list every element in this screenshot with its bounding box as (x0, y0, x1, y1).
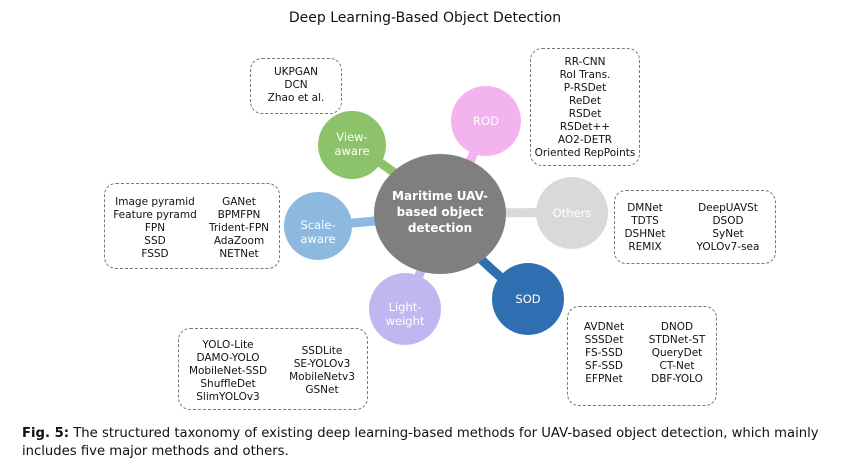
scale-right-column: GANet BPMFPN Trident-FPN AdaZoom NETNet (203, 196, 275, 261)
caption-text: The structured taxonomy of existing deep… (22, 426, 819, 459)
sod-left-column: AVDNet SSSDet FS-SSD SF-SSD EFPNet (572, 321, 636, 386)
light-node (369, 273, 441, 345)
method-item: AdaZoom (213, 235, 265, 247)
method-item: SE-YOLOv3 (293, 358, 351, 370)
others-label: Others (536, 206, 608, 220)
method-item: FSSD (141, 248, 169, 260)
method-item: AO2-DETR (557, 134, 613, 146)
method-item: UKPGAN (273, 66, 319, 78)
method-item: DNOD (660, 321, 694, 333)
method-item: YOLO-Lite (202, 339, 254, 351)
method-item: BPMFPN (217, 209, 261, 221)
method-item: Image pyramid (115, 196, 195, 208)
method-item: GANet (222, 196, 256, 208)
method-item: TDTS (631, 215, 659, 227)
method-item: FPN (144, 222, 166, 234)
view-aware-label: View- aware (318, 130, 386, 158)
sod-label: SOD (492, 292, 564, 306)
view-aware-methods-box: UKPGAN DCN Zhao et al. (250, 58, 342, 114)
method-item: P-RSDet (563, 82, 607, 94)
center-line-3: detection (407, 221, 473, 235)
method-item: RSDet++ (559, 121, 611, 133)
method-item: SSSDet (584, 334, 624, 346)
method-item: Trident-FPN (208, 222, 270, 234)
method-item: DeepUAVSt (698, 202, 758, 214)
rod-label: ROD (450, 114, 522, 128)
center-node (374, 154, 506, 274)
lightweight-methods-box: YOLO-Lite DAMO-YOLO MobileNet-SSD Shuffl… (178, 328, 368, 410)
method-item: DAMO-YOLO (196, 352, 260, 364)
method-item: RoI Trans. (559, 69, 611, 81)
method-item: EFPNet (585, 373, 623, 385)
center-line-2: based object (396, 205, 484, 219)
rod-line-1: ROD (473, 114, 499, 128)
method-item: FS-SSD (585, 347, 623, 359)
method-item: SSDLite (301, 345, 343, 357)
method-item: DMNet (627, 202, 663, 214)
method-item: REMIX (628, 241, 662, 253)
others-methods-box: DMNet TDTS DSHNet REMIX DeepUAVSt DSOD S… (614, 190, 776, 264)
light-left-column: YOLO-Lite DAMO-YOLO MobileNet-SSD Shuffl… (183, 339, 273, 404)
lightweight-line-1: Light- (388, 300, 422, 314)
method-item: SlimYOLOv3 (196, 391, 260, 403)
scale-aware-label: Scale- aware (284, 218, 352, 246)
method-item: NETNet (219, 248, 259, 260)
scale-aware-line-1: Scale- (300, 218, 336, 232)
method-item: GSNet (305, 384, 339, 396)
caption-prefix: Fig. 5: (22, 426, 70, 441)
method-item: ReDet (569, 95, 601, 107)
scale-left-column: Image pyramid Feature pyramd FPN SSD FSS… (109, 196, 201, 261)
method-item: DSHNet (624, 228, 666, 240)
sod-right-column: DNOD STDNet-ST QueryDet CT-Net DBF-YOLO (640, 321, 714, 386)
method-item: DBF-YOLO (651, 373, 703, 385)
method-item: MobileNetv3 (289, 371, 355, 383)
diagram-title: Deep Learning-Based Object Detection (288, 10, 562, 26)
method-item: DCN (284, 79, 308, 91)
view-aware-line-2: aware (334, 144, 370, 158)
method-item: CT-Net (659, 360, 695, 372)
method-item: SF-SSD (585, 360, 623, 372)
others-node (536, 177, 608, 249)
scale-aware-line-2: aware (300, 232, 336, 246)
method-item: AVDNet (583, 321, 625, 333)
others-right-column: DeepUAVSt DSOD SyNet YOLOv7-sea (683, 202, 773, 254)
method-item: DSOD (712, 215, 744, 227)
method-item: ShuffleDet (200, 378, 256, 390)
scale-aware-methods-box: Image pyramid Feature pyramd FPN SSD FSS… (104, 183, 280, 269)
others-left-column: DMNet TDTS DSHNet REMIX (619, 202, 671, 254)
method-item: Zhao et al. (267, 92, 325, 104)
view-aware-line-1: View- (336, 130, 368, 144)
sod-line-1: SOD (515, 292, 541, 306)
light-right-column: SSDLite SE-YOLOv3 MobileNetv3 GSNet (281, 345, 363, 397)
others-line-1: Others (552, 206, 592, 220)
center-line-1: Maritime UAV- (392, 189, 488, 203)
center-node-label: Maritime UAV- based object detection (378, 188, 502, 236)
lightweight-line-2: weight (385, 314, 425, 328)
rod-node (451, 86, 521, 156)
method-item: YOLOv7-sea (696, 241, 760, 253)
method-item: QueryDet (651, 347, 703, 359)
method-item: RR-CNN (564, 56, 606, 68)
nodes (284, 86, 608, 345)
view-node (318, 111, 386, 179)
method-item: SSD (144, 235, 166, 247)
method-item: RSDet (568, 108, 602, 120)
method-item: SyNet (712, 228, 744, 240)
sod-methods-box: AVDNet SSSDet FS-SSD SF-SSD EFPNet DNOD … (567, 306, 717, 406)
method-item: STDNet-ST (648, 334, 706, 346)
lightweight-label: Light- weight (369, 300, 441, 328)
method-item: Feature pyramd (113, 209, 197, 221)
scale-node (284, 192, 352, 260)
method-item: Oriented RepPoints (534, 147, 636, 159)
figure-caption: Fig. 5: The structured taxonomy of exist… (22, 425, 837, 461)
method-item: MobileNet-SSD (188, 365, 268, 377)
sod-node (492, 263, 564, 335)
rod-methods-box: RR-CNN RoI Trans. P-RSDet ReDet RSDet RS… (530, 48, 640, 166)
